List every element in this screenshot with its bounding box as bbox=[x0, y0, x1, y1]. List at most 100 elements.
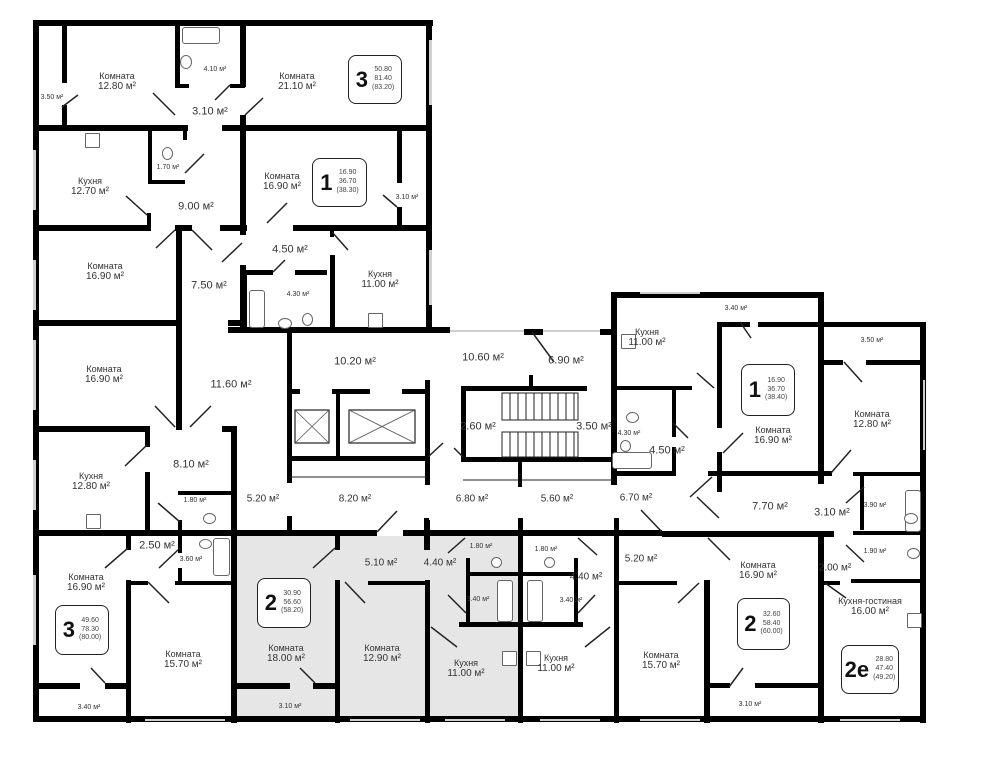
total-area-with-balcony: (49.20) bbox=[873, 673, 896, 681]
apartment-badge[interactable]: 2 30.90 56.60 (58.20) bbox=[257, 578, 311, 628]
room-label[interactable]: 1.90 м² bbox=[864, 548, 887, 556]
room-label[interactable]: 1.80 м² bbox=[535, 546, 558, 554]
room-label[interactable]: 5.10 м² bbox=[365, 557, 397, 569]
room-label[interactable]: 3.40 м² bbox=[560, 597, 583, 605]
room-label[interactable]: 11.60 м² bbox=[211, 379, 252, 392]
window bbox=[33, 460, 36, 510]
apartment-badge[interactable]: 3 49.60 78.30 (80.00) bbox=[55, 605, 109, 655]
room-label[interactable]: 2.50 м² bbox=[139, 540, 175, 553]
door-swing bbox=[158, 547, 181, 569]
room-label[interactable]: 7.70 м² bbox=[752, 501, 788, 514]
room-label[interactable]: 3.60 м² bbox=[180, 556, 203, 564]
room-label[interactable]: 3.50 м² bbox=[861, 337, 884, 345]
room-label[interactable]: 7.50 м² bbox=[191, 280, 227, 293]
door-swing bbox=[430, 626, 458, 648]
room-label[interactable]: 3.10 м² bbox=[279, 703, 302, 711]
room-label[interactable]: 1.70 м² bbox=[157, 164, 180, 172]
room-label[interactable]: 3.10 м² bbox=[192, 106, 228, 119]
room-label[interactable]: 6.80 м² bbox=[456, 493, 488, 505]
room-label[interactable]: 4.50 м² bbox=[272, 244, 308, 257]
window bbox=[640, 719, 700, 721]
room-area: 3.10 м² bbox=[395, 193, 419, 201]
wall bbox=[175, 84, 189, 88]
room-area: 1.80 м² bbox=[183, 496, 207, 504]
room-area: 4.40 м² bbox=[423, 557, 457, 569]
room-label[interactable]: 5.20 м² bbox=[625, 553, 657, 565]
room-label[interactable]: 3.40 м² bbox=[78, 704, 101, 712]
toilet-icon bbox=[203, 513, 216, 524]
wall bbox=[461, 457, 613, 462]
room-label[interactable]: 6.90 м² bbox=[548, 355, 584, 368]
room-label[interactable]: 2.00 м² bbox=[819, 562, 851, 574]
room-label[interactable]: 2.60 м² bbox=[460, 421, 496, 434]
wall bbox=[228, 320, 245, 326]
door-swing bbox=[453, 447, 464, 458]
room-label[interactable]: 4.40 м² bbox=[570, 571, 602, 583]
apartment-badge[interactable]: 2 32.60 58.40 (60.00) bbox=[737, 598, 790, 650]
room-label[interactable]: 3.10 м² bbox=[396, 194, 419, 202]
room-label[interactable]: 4.30 м² bbox=[287, 291, 310, 299]
toilet-icon bbox=[626, 412, 639, 423]
room-area: 3.10 м² bbox=[814, 506, 850, 519]
room-label[interactable]: 4.10 м² bbox=[204, 66, 227, 74]
door-swing bbox=[104, 547, 129, 569]
room-label[interactable]: 3.90 м² bbox=[864, 502, 887, 510]
wall bbox=[461, 386, 466, 462]
wall bbox=[860, 472, 864, 530]
room-name: Комната bbox=[268, 643, 304, 654]
room-name: Комната bbox=[740, 560, 776, 571]
room-label[interactable]: 6.70 м² bbox=[620, 492, 652, 504]
room-label[interactable]: 3.40 м² bbox=[467, 596, 490, 604]
room-label[interactable]: 3.10 м² bbox=[739, 701, 762, 709]
room-label[interactable]: 1.80 м² bbox=[470, 543, 493, 551]
wall bbox=[402, 389, 427, 394]
room-label[interactable]: 1.80 м² bbox=[184, 497, 207, 505]
apartment-badge[interactable]: 1 16.90 36.70 (38.40) bbox=[741, 364, 795, 416]
wall bbox=[175, 581, 233, 585]
room-label[interactable]: 3.50 м² bbox=[41, 94, 64, 102]
room-label[interactable]: 9.00 м² bbox=[178, 201, 214, 214]
apartment-badge[interactable]: 2е 28.80 47.40 (49.20) bbox=[841, 645, 899, 694]
door-swing bbox=[447, 537, 466, 554]
apartment-badge[interactable]: 3 50.80 81.40 (83.20) bbox=[348, 55, 402, 104]
room-label[interactable]: 3.40 м² bbox=[725, 305, 748, 313]
wall bbox=[145, 426, 150, 447]
room-label[interactable]: 8.10 м² bbox=[173, 459, 209, 472]
room-label[interactable]: 5.20 м² bbox=[247, 493, 279, 505]
room-label[interactable]: 4.50 м² bbox=[649, 445, 685, 458]
wall bbox=[33, 426, 148, 432]
room-label[interactable]: 10.60 м² bbox=[462, 352, 504, 365]
room-label[interactable]: 8.20 м² bbox=[339, 493, 371, 505]
wall bbox=[866, 360, 926, 365]
room-label[interactable]: 3.10 м² bbox=[814, 507, 850, 520]
room-name: Комната bbox=[165, 649, 201, 660]
room-label[interactable]: 5.60 м² bbox=[541, 493, 573, 505]
wall bbox=[614, 518, 619, 723]
stove-icon bbox=[502, 651, 517, 666]
apartment-badge[interactable]: 1 16.90 36.70 (38.30) bbox=[312, 158, 367, 207]
room-label[interactable]: 10.20 м² bbox=[334, 356, 376, 369]
room-label[interactable]: 4.40 м² bbox=[424, 557, 456, 569]
room-label[interactable]: 4.30 м² bbox=[618, 430, 641, 438]
room-label[interactable]: 3.50 м² bbox=[576, 421, 612, 434]
